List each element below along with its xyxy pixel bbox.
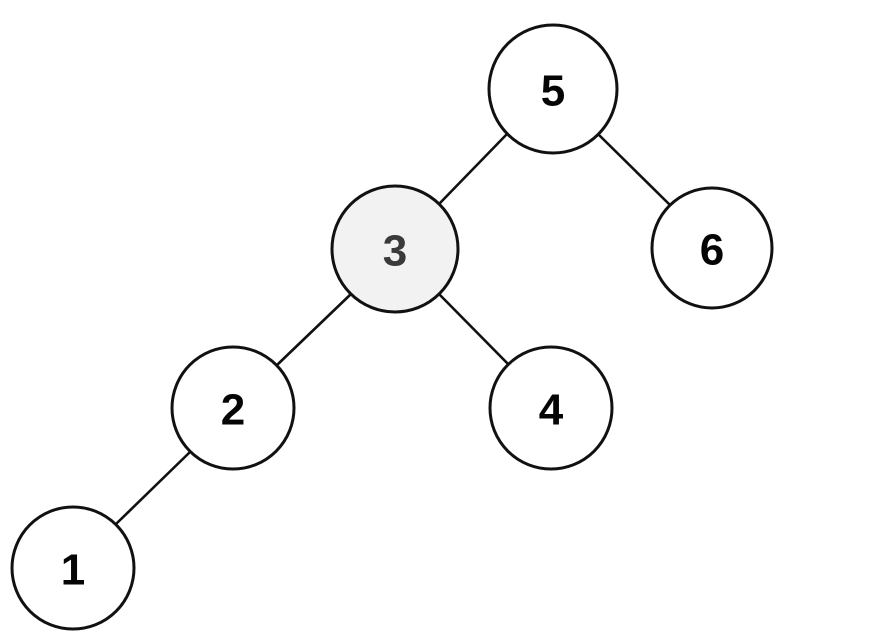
tree-node-label-3: 3 [383, 227, 407, 276]
tree-node-circle-4[interactable] [488, 345, 614, 471]
tree-node-circle-5[interactable] [487, 23, 619, 155]
tree-node-6[interactable]: 6 [650, 186, 774, 310]
tree-node-label-2: 2 [221, 386, 245, 435]
tree-node-circle-3[interactable] [330, 184, 460, 314]
tree-node-3[interactable]: 3 [330, 184, 460, 314]
tree-node-label-6: 6 [700, 226, 724, 275]
tree-nodes-group: 5 3 6 2 4 1 [10, 23, 774, 631]
tree-node-circle-6[interactable] [650, 186, 774, 310]
tree-node-label-4: 4 [539, 386, 564, 435]
tree-edge-3-2 [275, 292, 353, 367]
tree-node-4[interactable]: 4 [488, 345, 614, 471]
tree-node-circle-2[interactable] [170, 345, 296, 471]
tree-node-5[interactable]: 5 [487, 23, 619, 155]
tree-edge-3-4 [437, 292, 511, 367]
tree-node-circle-1[interactable] [10, 505, 136, 631]
tree-node-2[interactable]: 2 [170, 345, 296, 471]
tree-edge-5-3 [438, 132, 509, 205]
tree-node-label-1: 1 [61, 546, 85, 595]
tree-edges-group [114, 132, 673, 526]
tree-edge-2-1 [114, 450, 192, 526]
tree-node-1[interactable]: 1 [10, 505, 136, 631]
tree-node-label-5: 5 [541, 67, 565, 116]
tree-edge-5-6 [596, 132, 673, 208]
